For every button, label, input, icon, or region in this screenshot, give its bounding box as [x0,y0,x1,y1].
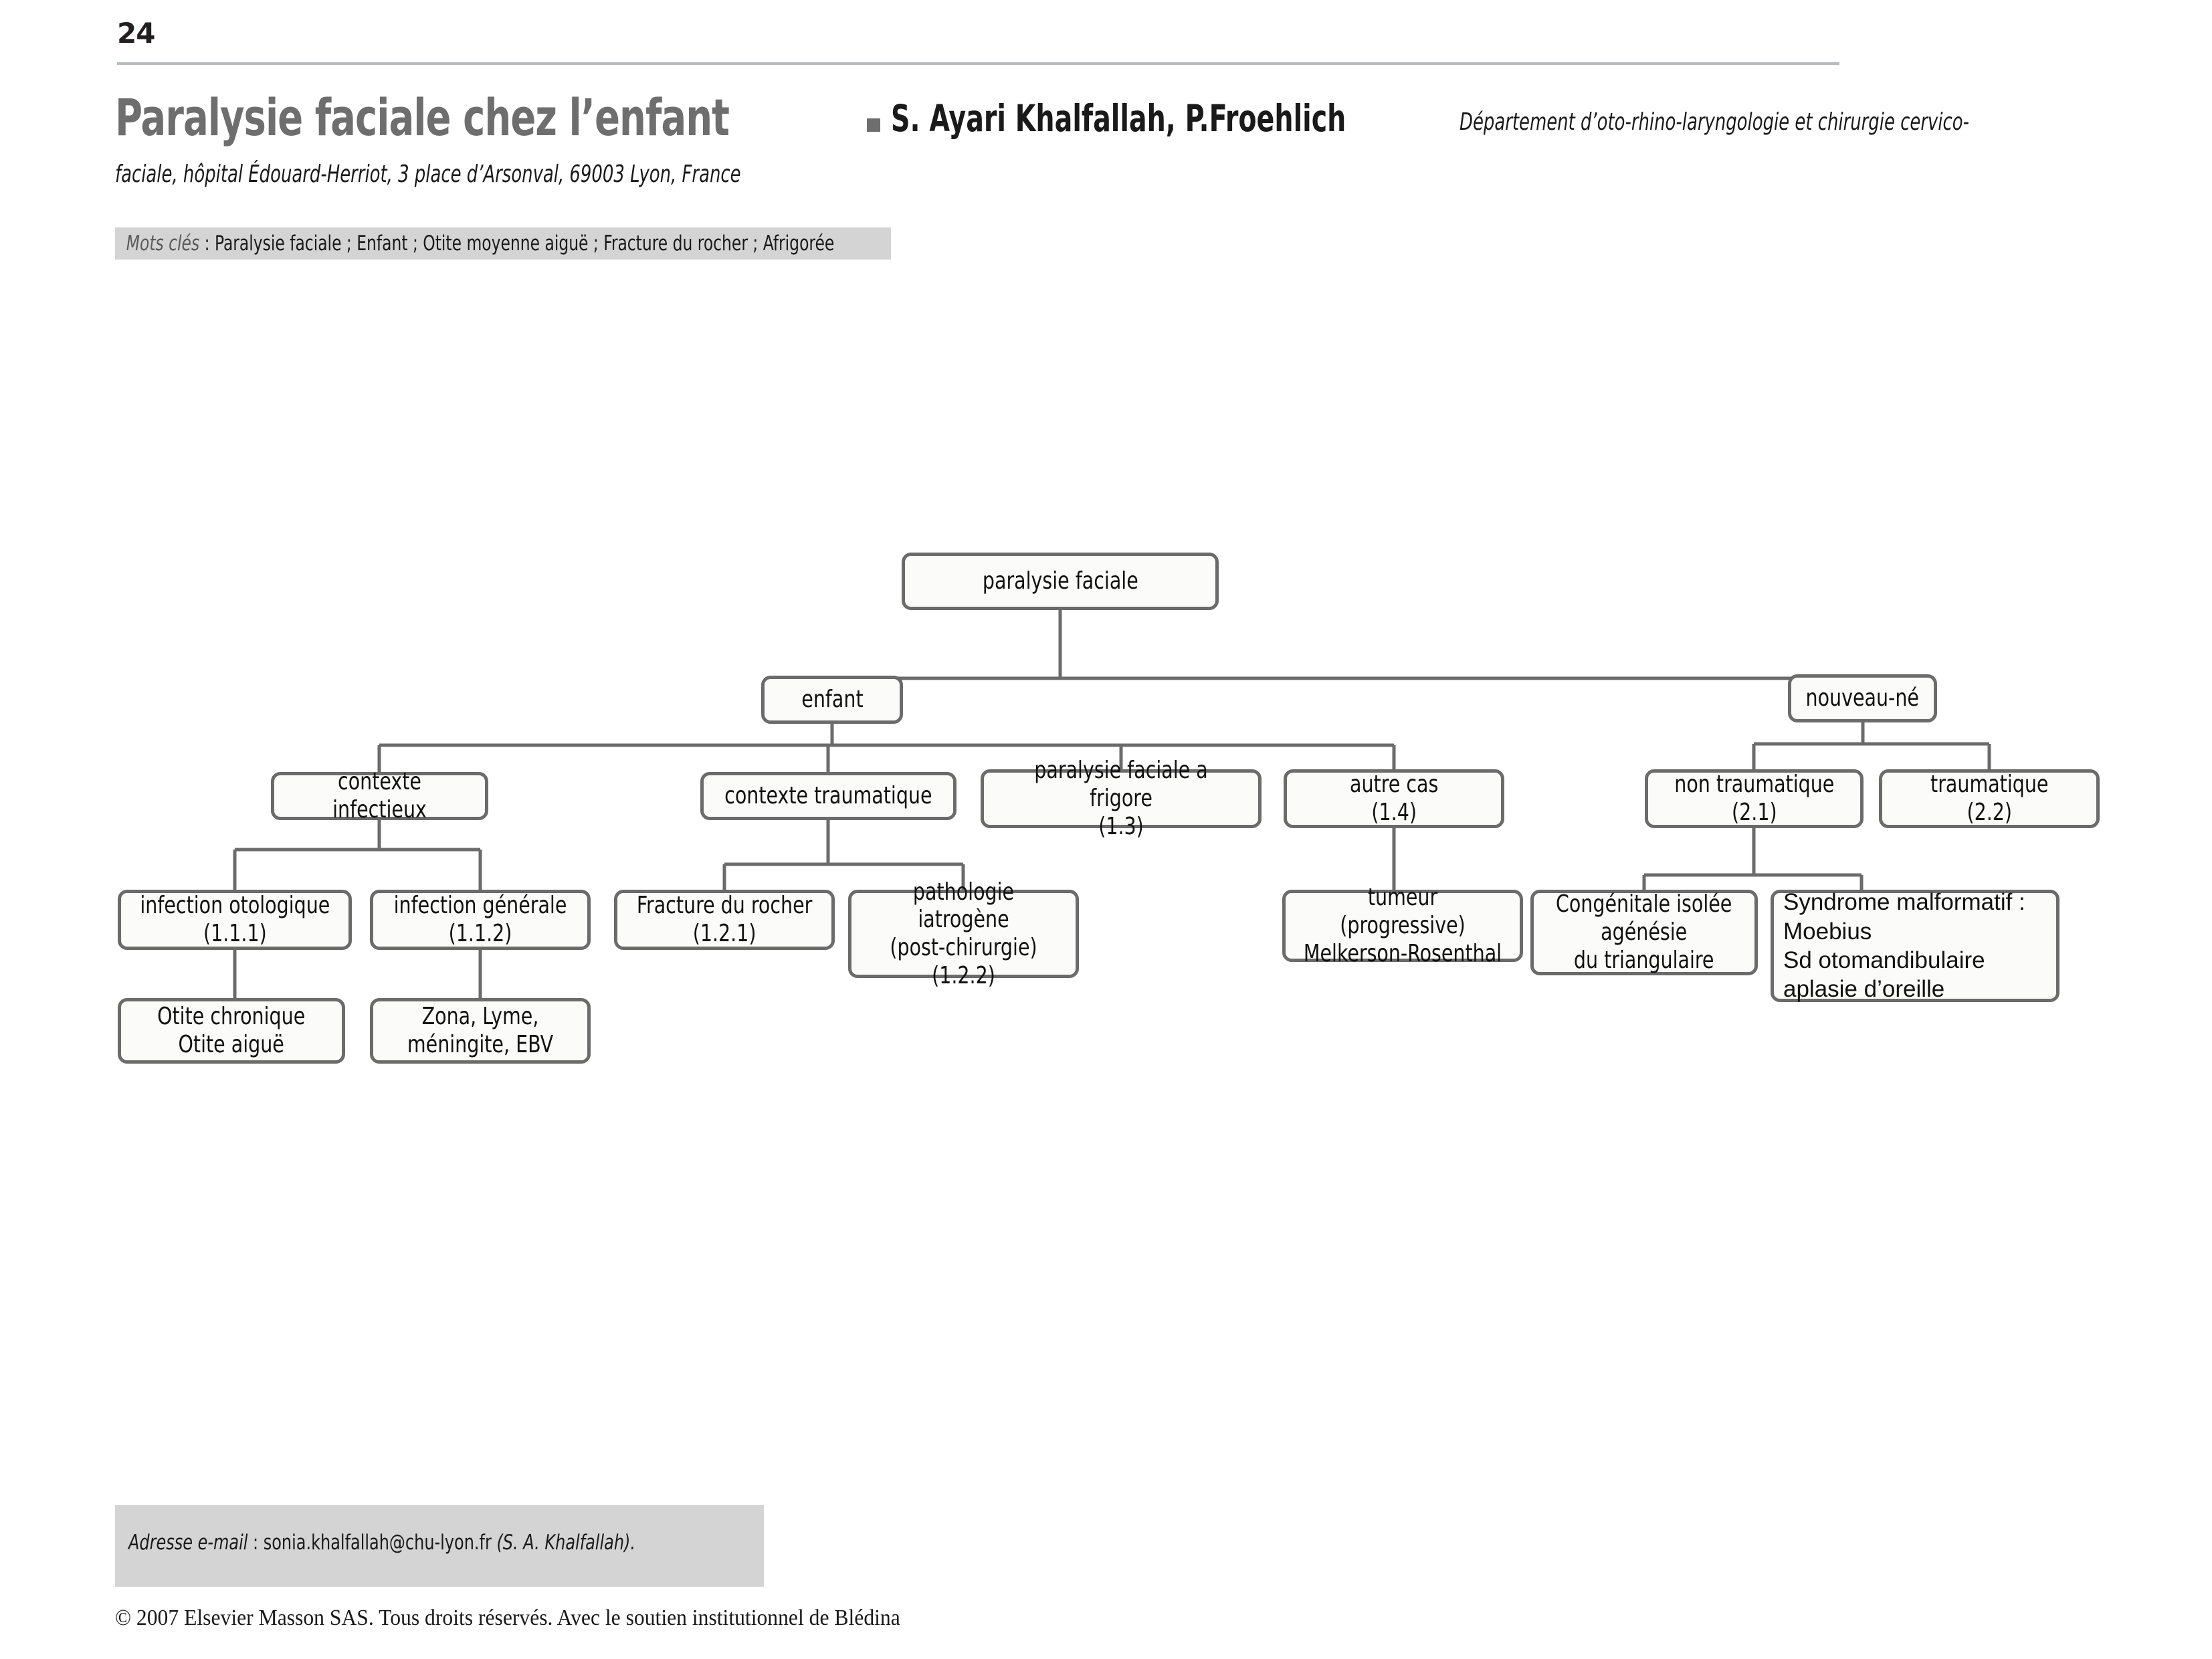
node-paralysie-faciale-a-frigore[interactable]: paralysie faciale a frigore (1.3) [981,757,1262,840]
keywords-label: Mots clés [126,231,200,256]
node-label: non traumatique (2.1) [1674,771,1835,826]
page-title: Paralysie faciale chez l’enfant [115,88,730,147]
node-contexte-infectieux[interactable]: contexte infectieux [271,768,488,823]
keywords-separator: : [199,231,215,256]
node-label: infection générale (1.1.2) [393,892,567,947]
keywords-text: Mots clés : Paralysie faciale ; Enfant ;… [115,231,834,256]
affiliation-line-1: Département d’oto-rhino-laryngologie et … [1459,108,1969,136]
node-infection-generale[interactable]: infection générale (1.1.2) [370,890,591,950]
node-enfant[interactable]: enfant [761,676,903,724]
node-label: enfant [801,686,864,714]
email-label: Adresse e-mail [128,1531,248,1555]
article-authors: S. Ayari Khalfallah, P.Froehlich [890,97,1346,140]
title-block: Paralysie faciale chez l’enfant S. Ayari … [115,90,2122,145]
node-fracture-du-rocher[interactable]: Fracture du rocher (1.2.1) [614,890,835,950]
email-address[interactable]: sonia.khalfallah@chu-lyon.fr [263,1531,492,1555]
header-rule [117,62,1839,65]
square-bullet-icon [866,118,880,132]
node-label: Otite chronique Otite aiguë [157,1003,306,1058]
keywords-bar: Mots clés : Paralysie faciale ; Enfant ;… [115,227,891,260]
node-label: autre cas (1.4) [1349,771,1439,826]
node-label: paralysie faciale a frigore (1.3) [1034,757,1208,840]
email-separator: : [247,1531,264,1555]
node-label: Fracture du rocher (1.2.1) [636,892,813,947]
node-pathologie-iatrogene[interactable]: pathologie iatrogène (post-chirurgie) (1… [848,878,1079,989]
node-label: Syndrome malformatif : Moebius Sd otoman… [1783,889,2025,1003]
affiliation-line-2: faciale, hôpital Édouard-Herriot, 3 plac… [115,161,741,188]
node-nouveau-ne[interactable]: nouveau-né [1788,674,1937,722]
node-syndrome-malformatif[interactable]: Syndrome malformatif : Moebius Sd otoman… [1771,889,2059,1003]
page-number: 24 [117,17,155,50]
article-title-line: Paralysie faciale chez l’enfant S. Ayari … [115,90,2122,145]
node-label: Congénitale isolée agénésie du triangula… [1556,890,1732,974]
node-traumatique[interactable]: traumatique (2.2) [1879,769,2100,828]
node-label: paralysie faciale [982,567,1138,595]
node-label: pathologie iatrogène (post-chirurgie) (1… [890,878,1037,989]
node-label: contexte infectieux [332,768,427,823]
node-otite-chronique-aigue[interactable]: Otite chronique Otite aiguë [118,998,345,1064]
keywords-value: Paralysie faciale ; Enfant ; Otite moyen… [214,231,835,256]
copyright-notice: © 2007 Elsevier Masson SAS. Tous droits … [115,1605,900,1630]
node-label: tumeur (progressive) Melkerson-Rosenthal [1303,884,1502,967]
node-congenitale-isolee[interactable]: Congénitale isolée agénésie du triangula… [1530,890,1758,975]
node-paralysie-faciale[interactable]: paralysie faciale [902,553,1219,610]
node-label: traumatique (2.2) [1930,771,2049,826]
node-autre-cas[interactable]: autre cas (1.4) [1284,769,1504,828]
node-label: nouveau-né [1805,684,1920,712]
email-text: Adresse e-mail : sonia.khalfallah@chu-ly… [128,1531,635,1555]
email-attribution: (S. A. Khalfallah). [496,1531,636,1555]
email-bar [115,1505,764,1587]
node-contexte-traumatique[interactable]: contexte traumatique [700,772,957,820]
node-label: infection otologique (1.1.1) [140,892,330,947]
node-label: Zona, Lyme, méningite, EBV [407,1003,554,1058]
node-zona-lyme-meningite-ebv[interactable]: Zona, Lyme, méningite, EBV [370,998,591,1064]
node-label: contexte traumatique [724,782,932,810]
node-tumeur-melkerson-rosenthal[interactable]: tumeur (progressive) Melkerson-Rosenthal [1282,884,1523,967]
node-non-traumatique[interactable]: non traumatique (2.1) [1645,769,1864,828]
node-infection-otologique[interactable]: infection otologique (1.1.1) [118,890,352,950]
